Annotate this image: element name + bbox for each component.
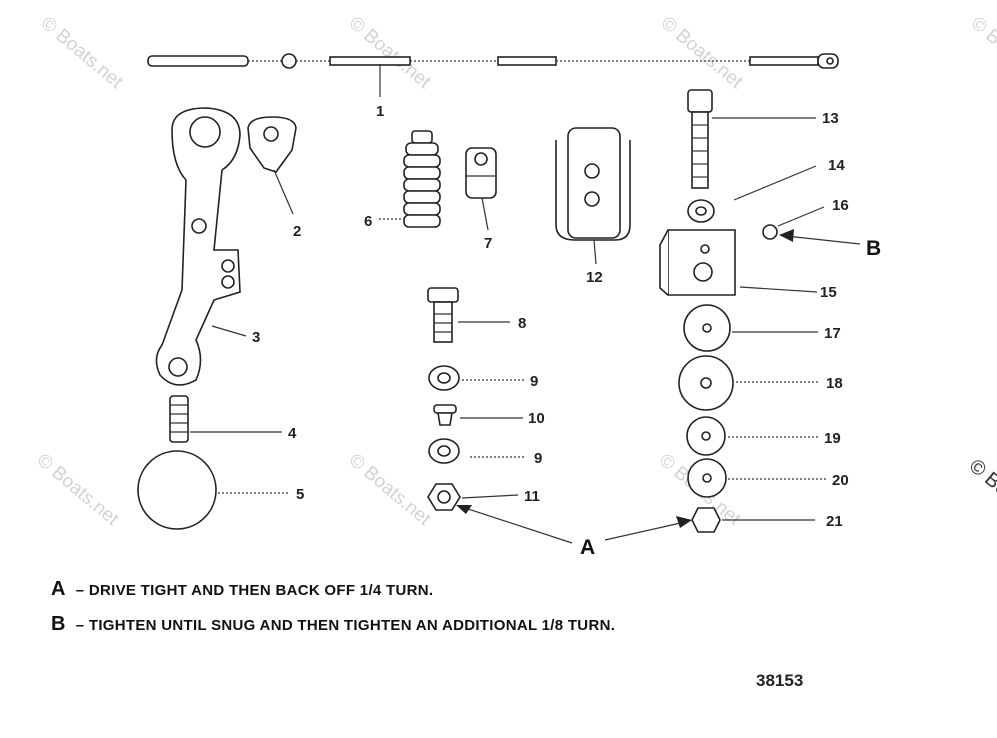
part-16-nut <box>762 224 778 240</box>
note-a: A – DRIVE TIGHT AND THEN BACK OFF 1/4 TUR… <box>51 578 433 601</box>
part-4-stud <box>169 395 189 443</box>
watermark: © Boats.net <box>33 450 123 531</box>
callout-20: 20 <box>832 472 849 489</box>
note-b: B – TIGHTEN UNTIL SNUG AND THEN TIGHTEN A… <box>51 613 615 636</box>
part-19-washer <box>686 416 726 456</box>
watermark: © Boats.net <box>37 13 127 94</box>
part-13-screw <box>687 89 713 189</box>
callout-9-lower: 9 <box>534 450 542 467</box>
part-9-washer <box>428 365 460 391</box>
part-12-bracket <box>555 127 631 241</box>
leader-lines <box>190 64 861 544</box>
note-b-key: B <box>51 613 66 635</box>
note-a-key: A <box>51 578 66 600</box>
callout-18: 18 <box>826 375 843 392</box>
callout-numbers: 1 2 3 4 5 6 7 8 9 10 9 11 12 13 14 15 16… <box>252 103 881 559</box>
part-14-washer <box>687 199 715 223</box>
callout-10: 10 <box>528 410 545 427</box>
callout-1: 1 <box>376 103 384 120</box>
callout-9: 9 <box>530 373 538 390</box>
note-a-text: – DRIVE TIGHT AND THEN BACK OFF 1/4 TURN… <box>75 582 434 599</box>
callout-8: 8 <box>518 315 526 332</box>
part-7-clamp <box>465 147 497 199</box>
part-1-cable <box>147 53 839 69</box>
note-b-text: – TIGHTEN UNTIL SNUG AND THEN TIGHTEN AN… <box>75 617 616 634</box>
part-3-lever <box>155 107 241 386</box>
watermark: © Boats.net <box>967 13 997 94</box>
watermark: © Boats.net <box>345 13 435 94</box>
callout-13: 13 <box>822 110 839 127</box>
watermark: © Boats.net <box>965 455 997 539</box>
part-5-knob <box>137 450 217 530</box>
part-6-boot <box>403 130 441 228</box>
callout-5: 5 <box>296 486 304 503</box>
callout-15: 15 <box>820 284 837 301</box>
callout-2: 2 <box>293 223 301 240</box>
part-9-washer-lower <box>428 438 460 464</box>
callout-17: 17 <box>824 325 841 342</box>
part-18-washer <box>678 355 734 411</box>
callout-21: 21 <box>826 513 843 530</box>
part-8-bolt <box>427 287 459 343</box>
watermark: © Boats.net <box>657 13 747 94</box>
callout-19: 19 <box>824 430 841 447</box>
callout-14: 14 <box>828 157 845 174</box>
figure-number: 38153 <box>756 671 804 690</box>
part-21-nut <box>691 507 721 533</box>
callout-6: 6 <box>364 213 372 230</box>
arrow-head <box>779 229 794 242</box>
callout-4: 4 <box>288 425 297 442</box>
part-11-nut <box>427 483 461 511</box>
callout-12: 12 <box>586 269 603 286</box>
callout-3: 3 <box>252 329 260 346</box>
arrow-head <box>456 505 472 514</box>
callout-16: 16 <box>832 197 849 214</box>
part-20-washer <box>687 458 727 498</box>
reference-letter-a: A <box>580 536 595 559</box>
reference-letter-b: B <box>866 237 881 260</box>
part-10-spacer <box>433 404 457 426</box>
part-2-clip <box>247 116 297 173</box>
callout-7: 7 <box>484 235 492 252</box>
callout-11: 11 <box>524 488 540 505</box>
watermark: © Boats.net <box>345 450 435 531</box>
part-17-washer <box>683 304 731 352</box>
arrow-head <box>676 516 692 528</box>
part-15-block <box>659 229 736 296</box>
